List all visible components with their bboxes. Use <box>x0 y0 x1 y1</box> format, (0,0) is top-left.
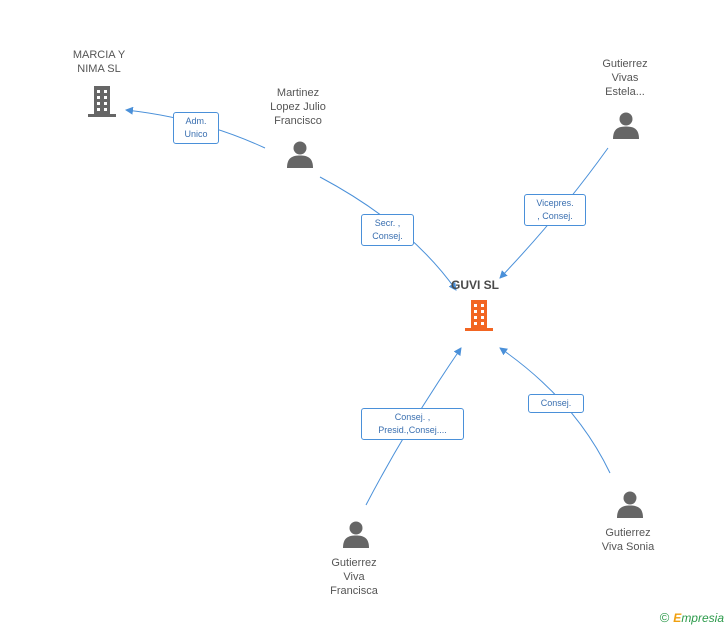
person-label-francisca[interactable]: Gutierrez Viva Francisca <box>309 556 399 598</box>
relation-box-presid[interactable]: Consej. , Presid.,Consej.... <box>361 408 464 440</box>
company-label-marcia[interactable]: MARCIA Y NIMA SL <box>54 48 144 76</box>
person-label-sonia[interactable]: Gutierrez Viva Sonia <box>583 526 673 554</box>
center-company-label[interactable]: GUVI SL <box>450 278 499 292</box>
person-label-line: Gutierrez <box>602 58 648 70</box>
company-label-line: MARCIA Y <box>72 49 126 61</box>
person-label-estela[interactable]: Gutierrez Vivas Estela... <box>580 57 670 99</box>
relation-box-adm[interactable]: Adm. Unico <box>173 112 219 144</box>
copyright-symbol: © <box>659 610 670 625</box>
relation-line: Secr. , <box>374 218 401 228</box>
person-label-line: Vivas <box>611 72 639 84</box>
person-icon[interactable] <box>286 140 314 168</box>
person-icon[interactable] <box>616 490 644 518</box>
relation-box-vicepres[interactable]: Vicepres. , Consej. <box>524 194 586 226</box>
person-label-line: Francisco <box>274 115 322 127</box>
relation-line: Presid.,Consej.... <box>378 425 447 435</box>
relation-box-secr[interactable]: Secr. , Consej. <box>361 214 414 246</box>
person-label-line: Francisca <box>330 585 378 597</box>
person-label-line: Lopez Julio <box>270 101 326 113</box>
brand-logo[interactable]: ©Empresia <box>660 610 724 625</box>
person-label-line: Estela... <box>605 86 645 98</box>
relation-line: Consej. <box>540 398 572 408</box>
building-icon[interactable] <box>463 298 495 332</box>
person-icon[interactable] <box>342 520 370 548</box>
person-label-line: Viva Sonia <box>601 541 655 553</box>
person-label-martinez[interactable]: Martinez Lopez Julio Francisco <box>253 86 343 128</box>
company-label-line: NIMA SL <box>77 63 121 75</box>
relation-line: Consej. <box>372 231 403 241</box>
building-icon[interactable] <box>86 84 118 118</box>
person-label-line: Gutierrez <box>605 527 651 539</box>
brand-initial: E <box>673 611 682 625</box>
brand-name: mpresia <box>681 611 724 625</box>
relation-line: , Consej. <box>537 211 573 221</box>
relation-line: Consej. , <box>394 412 431 422</box>
person-label-line: Martinez <box>276 87 320 99</box>
relation-line: Vicepres. <box>536 198 574 208</box>
person-label-line: Viva <box>343 571 365 583</box>
person-icon[interactable] <box>612 111 640 139</box>
person-label-line: Gutierrez <box>331 557 377 569</box>
relation-line: Unico <box>184 129 208 139</box>
relation-line: Adm. <box>185 116 207 126</box>
relation-box-consej[interactable]: Consej. <box>528 394 584 413</box>
